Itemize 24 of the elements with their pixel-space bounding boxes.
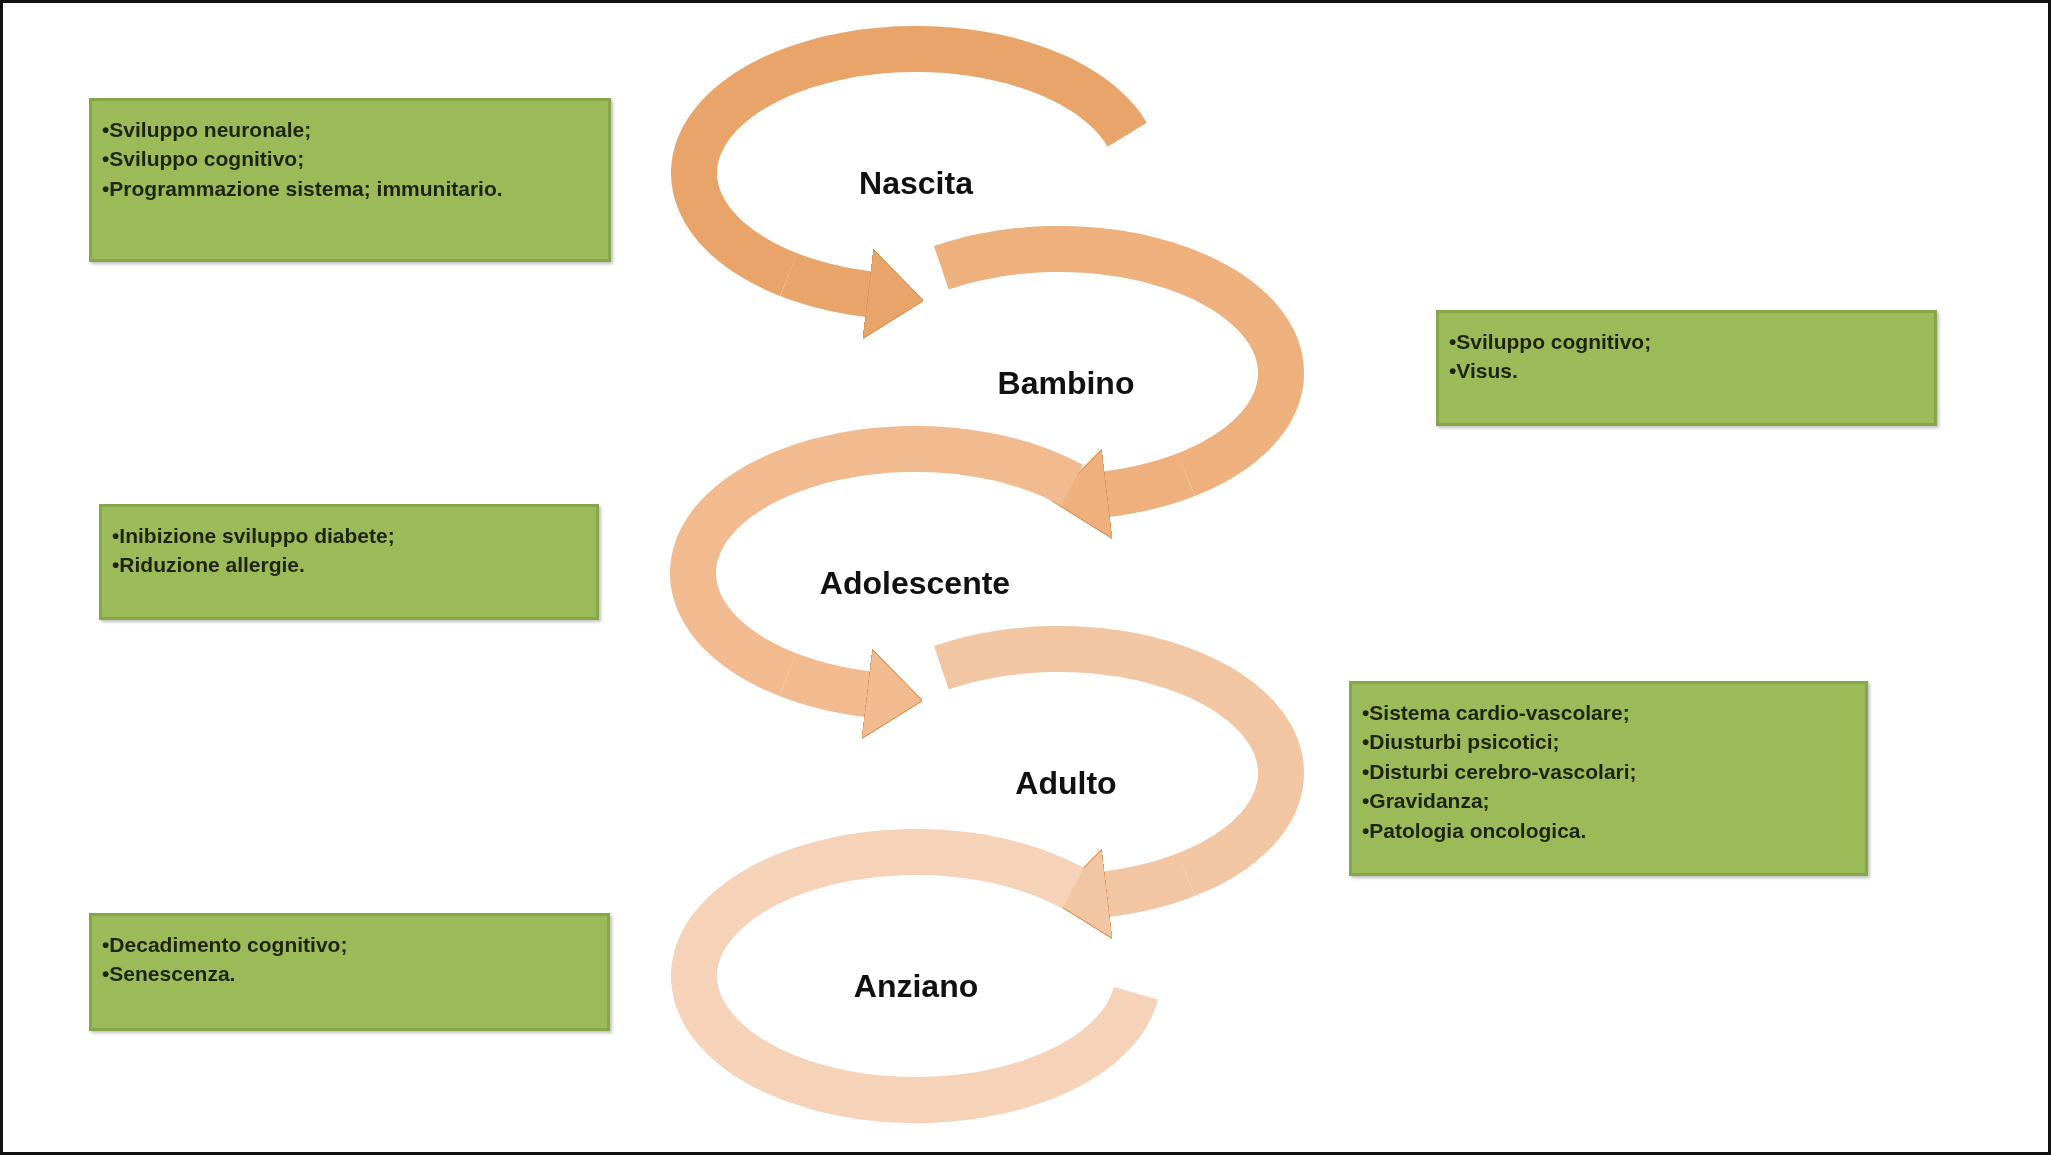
bullet-item: •Programmazione sistema; immunitario. xyxy=(102,175,504,202)
note-box xyxy=(1436,310,1937,426)
bullet-item: •Patologia oncologica. xyxy=(1362,817,1588,844)
note-box xyxy=(99,504,599,620)
note-box xyxy=(89,98,611,262)
bullet-item: •Sviluppo cognitivo; xyxy=(102,146,306,173)
bullet-item: •Visus. xyxy=(1449,358,1519,385)
bullet-item: •Sviluppo cognitivo; xyxy=(1449,329,1653,355)
stage-label: Adulto xyxy=(1015,764,1117,802)
bullet-item: •Sviluppo neuronale; xyxy=(102,117,313,143)
bullet-item: •Senescenza. xyxy=(102,961,237,988)
note-box xyxy=(1349,681,1868,876)
bullet-item: •Gravidanza; xyxy=(1362,788,1491,815)
stage-label: Anziano xyxy=(853,967,979,1005)
bullet-item: •Sistema cardio-vascolare; xyxy=(1362,700,1631,726)
bullet-item: •Riduzione allergie. xyxy=(112,552,306,579)
stage-label: Adolescente xyxy=(819,564,1011,602)
note-box xyxy=(89,913,610,1031)
bullet-item: •Decadimento cognitivo; xyxy=(102,932,349,958)
bullet-item: •Diusturbi psicotici; xyxy=(1362,729,1561,756)
bullet-item: •Inibizione sviluppo diabete; xyxy=(112,523,396,549)
bullet-item: •Disturbi cerebro-vascolari; xyxy=(1362,758,1638,785)
stage-label: Nascita xyxy=(859,164,973,202)
stage-label: Bambino xyxy=(997,364,1135,402)
